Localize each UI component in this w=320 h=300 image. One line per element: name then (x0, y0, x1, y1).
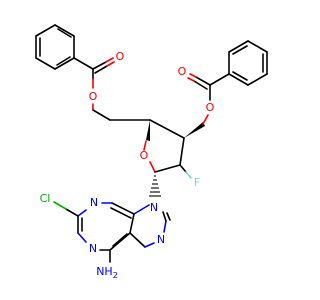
bond (179, 137, 185, 166)
bond (73, 57, 94, 70)
bond (202, 114, 209, 125)
atom-label-n1: N (89, 242, 97, 255)
bond (94, 65, 108, 74)
bond (149, 119, 185, 139)
bond (166, 212, 171, 221)
bond (106, 61, 115, 67)
wedge-bond (184, 122, 205, 138)
bond (35, 24, 56, 37)
bond (129, 232, 146, 248)
molecule-structure-diagram: O O O O O F N N N N Cl NH2 (35, 24, 268, 280)
bond (111, 202, 135, 215)
bond (53, 201, 67, 210)
bond (179, 164, 187, 173)
atom-label-ring-o: O (140, 149, 149, 162)
bond (209, 73, 230, 86)
sugar-ring (143, 119, 205, 173)
bond-inner (232, 71, 248, 81)
bond (35, 57, 56, 70)
bond (54, 57, 75, 70)
bond (149, 161, 156, 173)
atom-label-f: F (194, 176, 200, 189)
bond (193, 80, 208, 90)
wedge-bond (146, 120, 150, 141)
atom-label-n3: N (90, 196, 98, 209)
nh2-subscript: 2 (113, 271, 118, 280)
bond (247, 40, 268, 53)
bond (187, 77, 195, 82)
atom-label-cl: Cl (40, 192, 51, 205)
atom-label-n7: N (157, 233, 165, 246)
right-phenyl-ring (228, 40, 268, 86)
bond (54, 24, 75, 37)
bond (129, 213, 135, 234)
nh2-main: NH (96, 265, 113, 278)
bond (228, 73, 249, 86)
fluorine-substituent (179, 164, 192, 179)
bond (110, 207, 132, 219)
bond-inner (232, 45, 248, 55)
bond (195, 76, 211, 86)
atom-label-o: O (178, 65, 187, 78)
hashed-bond (149, 175, 161, 197)
atom-label-o: O (116, 50, 125, 63)
molecule-svg: O O O O O F N N N N Cl NH2 (35, 24, 268, 280)
bond-inner (57, 28, 72, 38)
atom-label-o: O (89, 90, 98, 103)
left-ester (73, 57, 151, 121)
bond (133, 204, 150, 215)
bond (77, 209, 87, 217)
bond (163, 220, 167, 233)
bond (109, 232, 131, 251)
bond (185, 171, 192, 179)
bond (112, 233, 128, 247)
atom-label-nh2: NH2 (96, 265, 118, 280)
bond (189, 73, 197, 78)
bond (77, 232, 87, 243)
atom-label-o: O (206, 101, 215, 114)
bond (92, 109, 111, 121)
atom-label-n9: N (150, 201, 158, 214)
pyrimidine-ring (77, 202, 135, 263)
bond-inner (56, 56, 71, 66)
imidazole-ring (129, 204, 171, 248)
left-phenyl-ring (35, 24, 75, 70)
bond (144, 242, 155, 248)
bond (143, 140, 147, 151)
right-ester (187, 73, 230, 125)
bond (228, 40, 249, 53)
bond (247, 73, 268, 86)
bond (154, 164, 181, 173)
bond (162, 211, 167, 222)
bond (92, 61, 107, 70)
bond (65, 208, 79, 217)
bond (105, 57, 114, 63)
